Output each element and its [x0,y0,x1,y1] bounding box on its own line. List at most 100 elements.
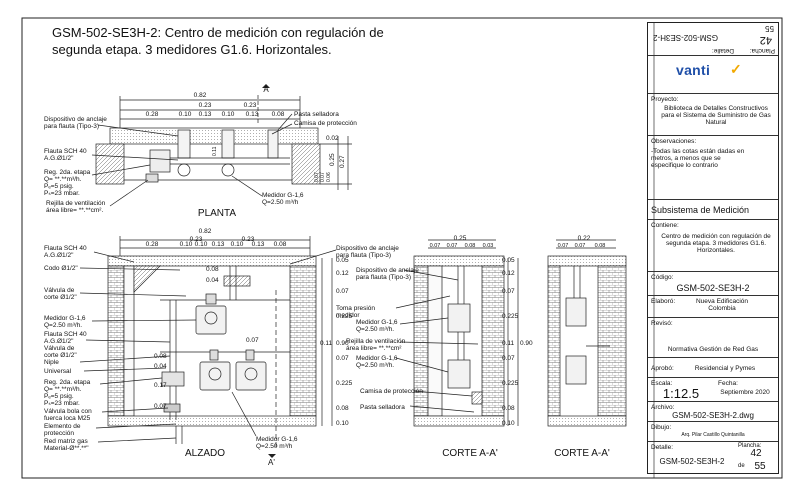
alzado-label-flauta2: Flauta SCH 40 [44,331,87,338]
vanti-logo: vanti [676,62,711,78]
detalle-label-rot: Detalle: [711,47,734,54]
fecha-label: Fecha: [718,380,738,387]
plancha-value-rot: 42 [759,34,772,46]
alzado-inner-dim: 0.08 [154,353,167,360]
observaciones-box: Observaciones: -Todas las cotas están da… [648,136,778,200]
aprobo-label: Aprobó: [651,365,674,372]
alzado-dim: 0.28 [146,241,159,248]
corte-label-rejilla: área libre= **.**cm² [346,345,402,352]
corte-label-anclaje: para flauta (Tipo-3) [356,274,411,281]
detalle-plancha-box: Detalle: GSM-502-SE3H-2 Plancha: 42 de 5… [648,442,778,474]
alzado-dim: 0.10 [195,241,208,248]
dibujo-label: Dibujo: [651,424,672,431]
detalle-label: Detalle: [651,444,674,451]
alzado-label-reg: Reg. 2da. etapa [44,379,91,386]
codigo-label: Código: [651,274,674,281]
alzado-view [79,236,337,458]
alzado-label-reg: Pₛ=23 mbar. [44,400,80,407]
planta-label-camisa: Camisa de protección [294,120,357,127]
contiene-value: Centro de medición con regulación de seg… [661,233,771,254]
elaboro-label: Elaboró: [651,298,676,305]
fecha-value: Septiembre 2020 [720,389,770,396]
alzado-dim: 0.23 [190,236,203,243]
plancha-value: 42 [750,448,762,459]
alzado-dim-total: 0.82 [199,228,212,235]
alzado-label-anclaje: Dispositivo de anclaje [336,245,399,252]
alzado-label-medidor: Medidor G-1,6 [44,315,86,322]
planta-label-medidor: Q=2.50 m³/h [262,199,299,206]
contiene-label: Contiene: [651,222,679,229]
alzado-label-elemento: Elemento de [44,423,81,430]
vanti-check-icon: ✓ [730,61,742,77]
aprobo-value: Residencial y Pymes [694,365,756,372]
alzado-label-valvula2: Válvula de [44,345,75,352]
detalle-value-rot: GSM-502-SE3H-2 [653,33,718,42]
archivo-box: Archivo: GSM-502-SE3H-2.dwg [648,402,778,422]
alzado-dim-right: 0.225 [336,380,353,387]
alzado-label-medidor-bottom: Medidor G-1,6 [256,436,298,443]
title-line-2: segunda etapa. 3 medidores G1.6. Horizon… [52,42,332,57]
corte-label-sellador: Pasta selladora [360,404,405,411]
alzado-dim-right: 0.05 [336,257,349,264]
alzado-dim-right: 0.11 [320,340,333,347]
planta-dim: 0.13 [246,111,259,118]
alzado-label-valvula: corte Ø1/2" [44,294,77,301]
planta-label-reg: Reg. 2da. etapa [44,169,91,176]
planta-dim-right: 0.27 [339,155,346,168]
alzado-label-medidor-bottom: Q=2.50 m³/h [256,443,293,450]
alzado-label-niple: Niple [44,359,59,366]
proyecto-box: Proyecto: Biblioteca de Detalles Constru… [648,94,778,136]
alzado-dim: 0.10 [180,241,193,248]
planta-label-flauta: Flauta SCH 40 [44,148,87,155]
view-title-planta: PLANTA [198,208,236,219]
de-value: 55 [754,461,766,472]
alzado-dim-right: 0.07 [336,288,349,295]
view-title-corte1: CORTE A-A' [442,448,498,459]
de-label: de [738,463,745,469]
dibujo-value: Arq. Pilar Castillo Quintanilla [681,432,745,438]
corte2-labels: 0.22 0.07 0.07 0.08 CORTE A-A' [554,235,610,459]
view-title-corte2: CORTE A-A' [554,448,610,459]
archivo-label: Archivo: [651,404,675,411]
corte1-view [395,239,519,427]
elaboro-box: Elaboró: Nueva Edificación Colombia [648,296,778,318]
corte1-labels: 0.25 0.07 0.07 0.08 0.03 Dispositivo de … [336,235,533,459]
alzado-inner-dim: 0.17 [154,382,167,389]
corte-dim: 0.08 [465,243,476,249]
title-line-1: GSM-502-SE3H-2: Centro de medición con r… [52,25,384,40]
escala-fecha-box: Escala: 1:12.5 Fecha: Septiembre 2020 [648,378,778,402]
sheet-frame [21,17,783,479]
planta-dim: 0.28 [146,111,159,118]
reviso-box: Revisó: Normativa Gestión de Red Gas [648,318,778,358]
corte2-dim: 0.07 [558,243,569,249]
planta-label-sellador: Pasta selladora [294,111,339,118]
corte-dim: 0.03 [483,243,494,249]
alzado-dim: 0.13 [252,241,265,248]
planta-label-rejilla: Rejilla de ventilación [46,200,106,207]
planta-dim-inner: 0.11 [212,146,218,156]
planta-dim: 0.10 [179,111,192,118]
corte-label-medidor: Medidor G-1,6 [356,319,398,326]
planta-label-flauta: A.G.Ø1/2" [44,155,74,162]
view-title-alzado: ALZADO [185,448,225,459]
proyecto-value: Biblioteca de Detalles Constructivos par… [661,105,771,126]
alzado-label-codo: Codo Ø1/2" [44,265,78,272]
alzado-inner-dim: 0.07 [154,403,167,410]
corte-dim: 0.25 [454,235,467,242]
planta-dim: 0.10 [222,111,235,118]
alzado-dim-right: 0.225 [336,313,353,320]
alzado-inner-dim: 0.04 [206,277,219,284]
alzado-dim-right: 0.12 [336,270,349,277]
plancha-top-value: 55 [765,24,774,33]
planta-label-medidor: Medidor G-1,6 [262,192,304,199]
rotated-header-inner: Plancha: 42 Detalle: GSM-502-SE3H-2 55 [648,23,778,56]
alzado-label-flauta: Flauta SCH 40 [44,245,87,252]
detalle-value: GSM-502-SE3H-2 [659,457,725,466]
title-block: Plancha: 42 Detalle: GSM-502-SE3H-2 55 P… [647,22,779,474]
corte-dim-right: 0.11 [502,340,515,347]
alzado-dim: 0.23 [242,236,255,243]
alzado-label-reg: Pₑ=5 psig. [44,393,74,400]
brand-box [648,56,778,94]
